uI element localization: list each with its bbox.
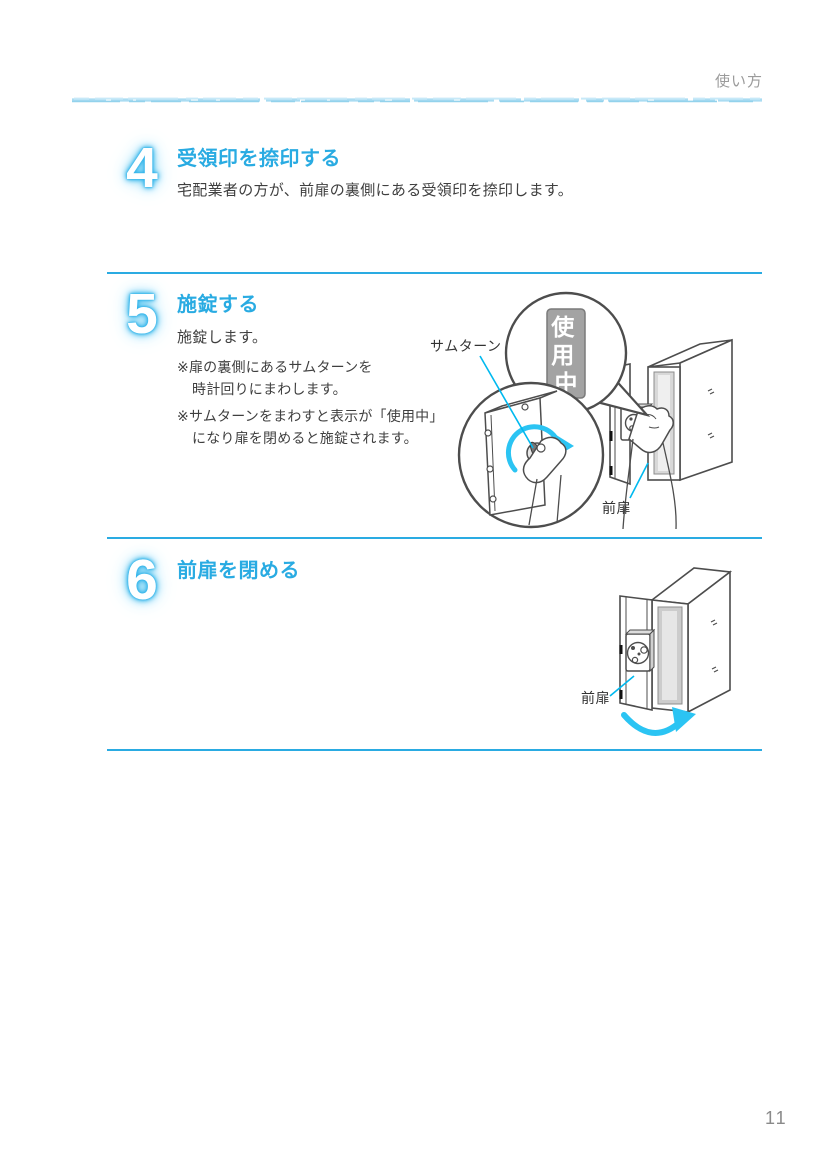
note-text: 扉の裏側にあるサムターンを xyxy=(188,359,373,375)
step-5-title: 施錠する xyxy=(177,294,259,316)
step-5-body: 施錠します。 xyxy=(177,329,268,346)
close-arrow-icon xyxy=(621,707,696,736)
step-6-number: 6 xyxy=(126,548,158,612)
step-4-number: 4 xyxy=(126,136,158,200)
note-text: 時計回りにまわします。 xyxy=(192,381,347,397)
step-4-title: 受領印を捺印する xyxy=(177,148,341,170)
step-5-illustration: 使 用 中 xyxy=(457,291,733,530)
step-5-note-1: ※扉の裏側にあるサムターンを 時計回りにまわします。 xyxy=(177,356,373,400)
hand xyxy=(522,436,567,526)
note-marker: ※ xyxy=(177,359,189,375)
thumbturn-leader-line xyxy=(479,355,534,449)
step-5-number: 5 xyxy=(126,282,158,346)
brush-stroke-divider xyxy=(72,97,762,103)
in-use-sign-text: 使 用 中 xyxy=(550,314,580,396)
step-6-title: 前扉を閉める xyxy=(177,560,300,582)
note-text: になり扉を閉めると施錠されます。 xyxy=(192,430,418,446)
front-door-leader-line xyxy=(609,675,635,697)
note-text: サムターンをまわすと表示が「使用中」 xyxy=(188,408,444,424)
front-door-leader-line xyxy=(629,462,649,499)
magnifier-circle xyxy=(457,381,605,529)
hand xyxy=(622,405,677,530)
section-divider xyxy=(107,272,762,274)
section-divider xyxy=(107,537,762,539)
front-door-label: 前扉 xyxy=(602,500,631,516)
thumbturn-label: サムターン xyxy=(430,338,502,354)
section-divider xyxy=(107,749,762,751)
step-4-body: 宅配業者の方が、前扉の裏側にある受領印を捺印します。 xyxy=(177,182,574,199)
lock-unit xyxy=(624,628,656,673)
note-marker: ※ xyxy=(177,408,189,424)
step-5-note-2: ※サムターンをまわすと表示が「使用中」 になり扉を閉めると施錠されます。 xyxy=(177,405,444,449)
front-door-label: 前扉 xyxy=(581,690,610,706)
page-section-title: 使い方 xyxy=(714,73,763,90)
step-6-illustration xyxy=(609,567,733,736)
delivery-box xyxy=(649,567,733,714)
page-number: 11 xyxy=(765,1108,788,1128)
